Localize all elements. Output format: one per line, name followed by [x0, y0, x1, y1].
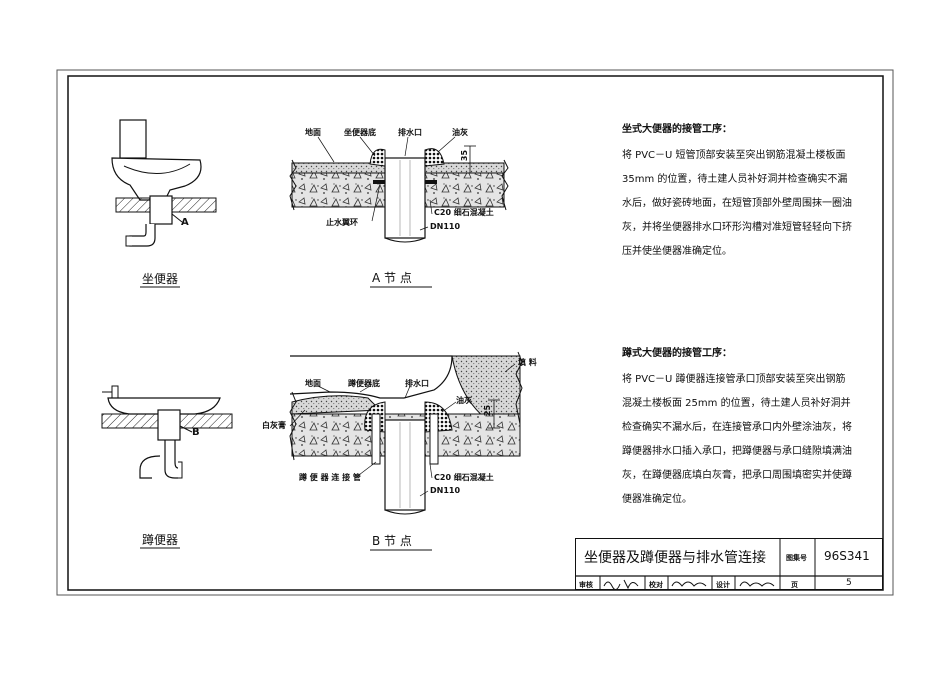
toilet-notes-heading: 坐式大便器的接管工序：	[622, 124, 732, 135]
squat-note-line: 混凝土楼板面 25mm 的位置，待土建人员补好洞并	[622, 398, 851, 409]
b-squat-base-label: 蹲便器底	[348, 379, 380, 388]
title-block-grid	[575, 538, 883, 590]
outer-border	[56, 69, 894, 596]
check-label: 校对	[649, 581, 663, 589]
atlas-no-label: 图集号	[786, 554, 807, 562]
squat-sketch	[101, 385, 233, 479]
a-outlet-label: 排水口	[398, 128, 422, 137]
b-lime-paste-label: 白灰膏	[262, 421, 286, 430]
toilet-note-line: 压并使坐便器准确定位。	[622, 246, 732, 257]
toilet-caption: 坐便器	[142, 272, 179, 286]
a-water-stop-label: 止水翼环	[326, 218, 358, 227]
drawing-title: 坐便器及蹲便器与排水管连接	[584, 550, 766, 566]
b-dimension: 25	[483, 404, 493, 417]
marker-a: A	[181, 217, 189, 228]
squat-note-line: 将 PVC－U 蹲便器连接管承口顶部安装至突出钢筋	[622, 374, 846, 385]
b-connector-label: 蹲 便 器 连 接 管	[299, 473, 361, 482]
a-concrete-label: C20 细石混凝土	[434, 208, 494, 217]
squat-note-line: 蹲便器排水口插入承口，把蹲便器与承口缝隙填满油	[622, 446, 852, 457]
b-pipe-label: DN110	[430, 486, 461, 495]
inner-border	[67, 75, 884, 591]
b-putty-label: 油灰	[456, 396, 472, 405]
squat-notes-heading: 蹲式大便器的接管工序：	[622, 348, 732, 359]
b-filler-label: 填 料	[518, 358, 537, 367]
design-label: 设计	[716, 581, 730, 589]
squat-note-line: 灰，在蹲便器底填白灰膏，把承口周围填密实并使蹲	[622, 470, 852, 481]
toilet-note-line: 将 PVC－U 短管顶部安装至突出钢筋混凝土楼板面	[622, 150, 846, 161]
marker-b: B	[192, 427, 200, 438]
atlas-no: 96S341	[824, 549, 870, 563]
review-label: 审核	[579, 581, 593, 589]
page-number: 5	[846, 578, 852, 588]
title-block: 坐便器及蹲便器与排水管连接 图集号 96S341 审核 校对 设计 页 5	[575, 538, 883, 590]
a-putty-label: 油灰	[452, 128, 468, 137]
b-concrete-label: C20 细石混凝土	[434, 473, 494, 482]
squat-note-line: 便器准确定位。	[622, 494, 692, 505]
detail-a	[289, 136, 509, 243]
toilet-note-line: 灰，并将坐便器排水口环形沟槽对准短管轻轻向下挤	[622, 222, 852, 233]
signatures	[603, 579, 775, 590]
a-toilet-base-label: 坐便器底	[344, 128, 376, 137]
a-pipe-label: DN110	[430, 222, 461, 231]
page-label: 页	[791, 581, 798, 589]
b-floor-label: 地面	[305, 379, 321, 388]
b-outlet-label: 排水口	[405, 379, 429, 388]
a-dimension: 35	[460, 149, 470, 162]
toilet-sketch	[111, 119, 217, 247]
toilet-note-line: 水后，做好瓷砖地面，在短管顶部外壁周围抹一圈油	[622, 198, 852, 209]
detail-a-caption: A 节 点	[372, 271, 412, 285]
detail-b-caption: B 节 点	[372, 534, 412, 548]
squat-note-line: 检查确实不漏水后，在连接管承口内外壁涂油灰，将	[622, 422, 852, 433]
toilet-note-line: 35mm 的位置，待土建人员补好洞并检查确实不漏	[622, 174, 848, 185]
squat-caption: 蹲便器	[142, 533, 179, 547]
detail-b	[289, 351, 523, 515]
a-floor-label: 地面	[305, 128, 321, 137]
